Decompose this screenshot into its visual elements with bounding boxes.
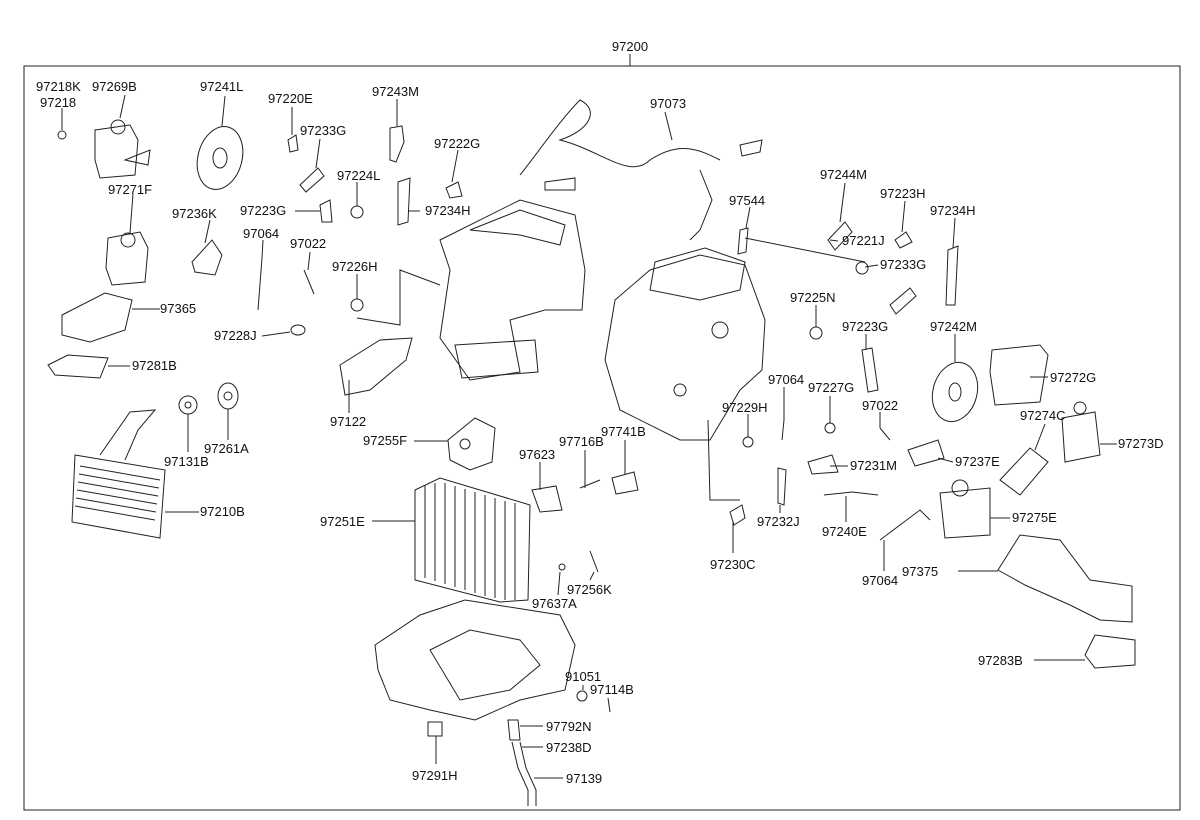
part-label: 97237E xyxy=(955,454,1000,469)
part-label: 97716B xyxy=(559,434,604,449)
part-label: 97236K xyxy=(172,206,217,221)
part-label: 97251E xyxy=(320,514,365,529)
part-label: 97131B xyxy=(164,454,209,469)
part-label: 97232J xyxy=(757,514,800,529)
part-label: 97224L xyxy=(337,168,380,183)
part-label: 97222G xyxy=(434,136,480,151)
part-label: 97623 xyxy=(519,447,555,462)
part-label: 97064 xyxy=(862,573,898,588)
leader-lines xyxy=(61,94,1117,779)
part-label: 97122 xyxy=(330,414,366,429)
part-label: 97637A xyxy=(532,596,577,611)
part-label: 97218K xyxy=(36,79,81,94)
part-label: 97139 xyxy=(566,771,602,786)
part-label: 97544 xyxy=(729,193,765,208)
part-label: 97238D xyxy=(546,740,592,755)
part-label: 97229H xyxy=(722,400,768,415)
part-label: 97243M xyxy=(372,84,419,99)
part-label: 91051 xyxy=(565,669,601,684)
part-label: 97210B xyxy=(200,504,245,519)
part-label: 97230C xyxy=(710,557,756,572)
part-label: 97233G xyxy=(300,123,346,138)
part-label: 97234H xyxy=(930,203,976,218)
part-label: 97240E xyxy=(822,524,867,539)
diagram-frame xyxy=(23,65,1181,811)
part-shapes xyxy=(47,99,1136,806)
part-label: 97228J xyxy=(214,328,257,343)
part-label: 97225N xyxy=(790,290,836,305)
part-label: 97274C xyxy=(1020,408,1066,423)
part-label: 97244M xyxy=(820,167,867,182)
part-label: 97218 xyxy=(40,95,76,110)
part-label: 97241L xyxy=(200,79,243,94)
part-label: 97114B xyxy=(590,682,634,697)
part-label: 97022 xyxy=(862,398,898,413)
part-label: 97272G xyxy=(1050,370,1096,385)
part-label: 97273D xyxy=(1118,436,1164,451)
part-label: 97256K xyxy=(567,582,612,597)
part-label: 97234H xyxy=(425,203,471,218)
part-label: 97223H xyxy=(880,186,926,201)
part-label: 97231M xyxy=(850,458,897,473)
part-label: 97226H xyxy=(332,259,378,274)
part-label: 97064 xyxy=(768,372,804,387)
part-label: 97255F xyxy=(363,433,407,448)
part-label: 97227G xyxy=(808,380,854,395)
part-label: 97223G xyxy=(842,319,888,334)
part-label: 97375 xyxy=(902,564,938,579)
part-label: 97271F xyxy=(108,182,152,197)
part-label: 97233G xyxy=(880,257,926,272)
part-label: 97365 xyxy=(160,301,196,316)
part-label: 97221J xyxy=(842,233,885,248)
part-label: 97792N xyxy=(546,719,592,734)
part-label: 97281B xyxy=(132,358,177,373)
part-label: 97291H xyxy=(412,768,458,783)
part-label: 97242M xyxy=(930,319,977,334)
part-label: 97275E xyxy=(1012,510,1057,525)
part-label: 97741B xyxy=(601,424,646,439)
part-label: 97220E xyxy=(268,91,313,106)
assembly-label: 97200 xyxy=(612,39,648,54)
part-labels: 97218K 97269B 97218 97241L 97220E 97243M… xyxy=(36,79,1164,786)
part-label: 97022 xyxy=(290,236,326,251)
part-label: 97073 xyxy=(650,96,686,111)
part-label: 97223G xyxy=(240,203,286,218)
part-label: 97269B xyxy=(92,79,137,94)
part-label: 97261A xyxy=(204,441,249,456)
part-label: 97283B xyxy=(978,653,1023,668)
part-label: 97064 xyxy=(243,226,279,241)
